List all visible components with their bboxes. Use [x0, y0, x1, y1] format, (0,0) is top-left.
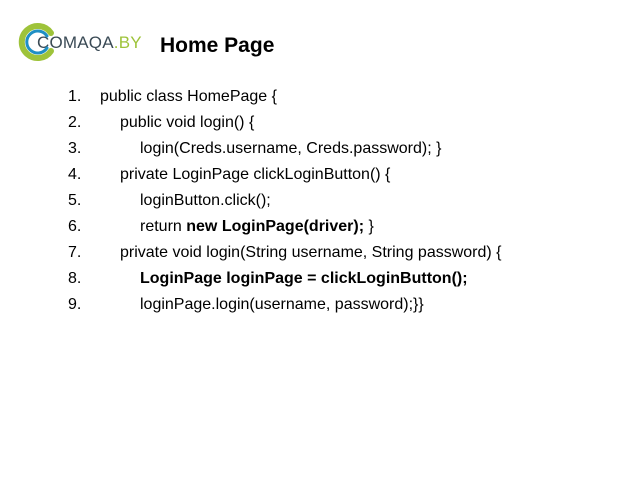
- code-text: private LoginPage clickLoginButton() {: [120, 166, 390, 184]
- code-line: 6. return new LoginPage(driver); }: [68, 214, 502, 240]
- code-fragment: return: [140, 218, 187, 235]
- logo-brand: COMAQA: [37, 32, 114, 52]
- page-title: Home Page: [160, 34, 275, 57]
- logo-ring-icon: [18, 22, 58, 62]
- logo-wordmark: COMAQA.BY: [37, 34, 142, 51]
- line-number: 5.: [68, 192, 82, 209]
- code-text-bold: LoginPage loginPage = clickLoginButton()…: [140, 270, 468, 288]
- code-line: 9. loginPage.login(username, password);}…: [68, 292, 502, 318]
- code-text: public void login() {: [120, 114, 254, 132]
- code-text: loginPage.login(username, password);}}: [140, 296, 424, 314]
- code-text: loginButton.click();: [140, 192, 271, 210]
- code-fragment-bold: new LoginPage(driver);: [186, 218, 365, 235]
- code-line: 8. LoginPage loginPage = clickLoginButto…: [68, 266, 502, 292]
- code-line: 5. loginButton.click();: [68, 188, 502, 214]
- code-text: login(Creds.username, Creds.password); }: [140, 140, 441, 158]
- code-line: 7. private void login(String username, S…: [68, 240, 502, 266]
- code-line: 4. private LoginPage clickLoginButton() …: [68, 162, 502, 188]
- line-number: 2.: [68, 114, 82, 131]
- code-line: 2. public void login() {: [68, 110, 502, 136]
- line-number: 7.: [68, 244, 82, 261]
- line-number: 3.: [68, 140, 82, 157]
- code-fragment: private LoginPage clickLoginButton() {: [120, 166, 391, 183]
- line-number: 6.: [68, 218, 82, 235]
- code-text: private void login(String username, Stri…: [120, 244, 502, 262]
- line-number: 9.: [68, 296, 82, 313]
- code-line: 3. login(Creds.username, Creds.password)…: [68, 136, 502, 162]
- logo-tld: .BY: [113, 32, 142, 52]
- code-fragment: public void login() {: [120, 114, 255, 131]
- line-number: 8.: [68, 270, 82, 287]
- code-fragment: }: [364, 218, 374, 235]
- code-fragment: loginButton.click();: [140, 192, 271, 209]
- code-fragment: login(Creds.username, Creds.password); }: [140, 140, 442, 157]
- code-text: return new LoginPage(driver); }: [140, 218, 374, 236]
- code-fragment-bold: LoginPage loginPage = clickLoginButton()…: [140, 270, 468, 287]
- code-fragment: public class HomePage {: [100, 88, 277, 105]
- code-fragment: private void login(String username, Stri…: [120, 244, 502, 261]
- code-text: public class HomePage {: [100, 88, 277, 106]
- code-line: 1. public class HomePage {: [68, 84, 502, 110]
- code-listing: 1. public class HomePage { 2. public voi…: [68, 84, 502, 318]
- code-fragment: loginPage.login(username, password);}}: [140, 296, 424, 313]
- line-number: 4.: [68, 166, 82, 183]
- line-number: 1.: [68, 88, 82, 105]
- comaqa-logo: COMAQA.BY: [18, 21, 146, 63]
